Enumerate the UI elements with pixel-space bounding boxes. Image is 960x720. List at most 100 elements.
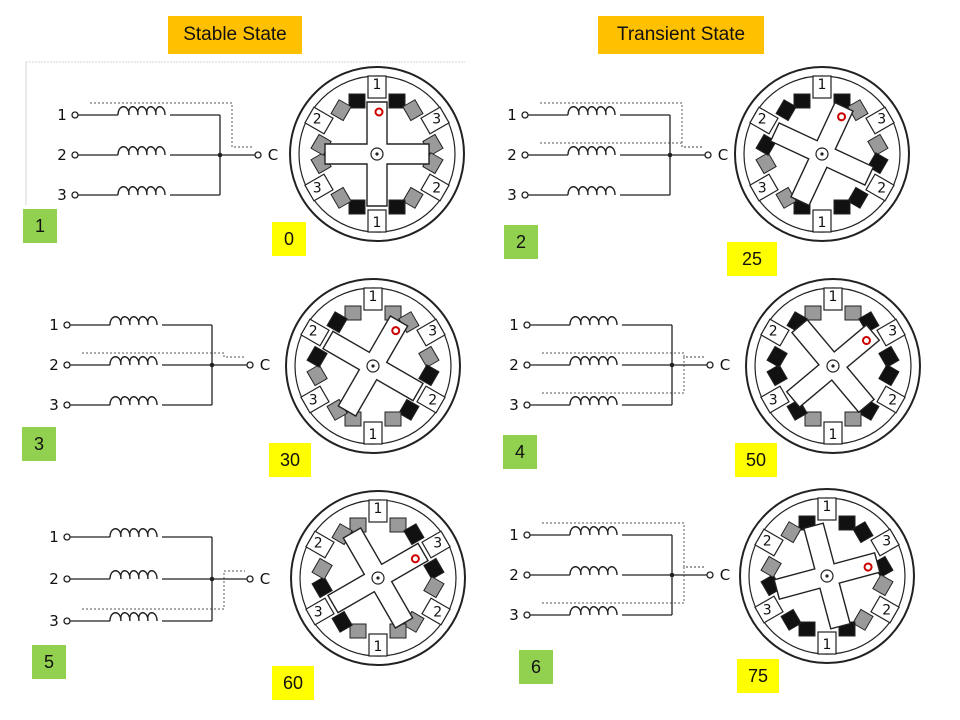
pole-body <box>420 173 450 202</box>
terminal-node <box>521 151 529 159</box>
terminal-node <box>521 111 529 119</box>
step-bg-2 <box>504 225 538 259</box>
pole-body <box>876 318 906 347</box>
stator-pole-2 <box>304 99 352 156</box>
common-node <box>254 151 262 159</box>
stator-pole-1 <box>348 199 406 233</box>
pole-winding-energized <box>398 398 420 421</box>
pole-winding <box>311 557 333 580</box>
coil-winding-3 <box>109 612 158 622</box>
pole-winding <box>423 576 445 599</box>
pole-body <box>823 287 843 311</box>
pole-body <box>870 528 900 557</box>
pole-label-1: 1 <box>374 639 383 655</box>
terminal-node <box>71 191 79 199</box>
terminal-label-1: 1 <box>49 528 59 546</box>
angle-badge-50: 50 <box>745 450 767 470</box>
pole-body <box>304 106 334 135</box>
angle-badge-25: 25 <box>741 249 763 269</box>
pole-winding <box>844 411 862 427</box>
coil-winding-3 <box>569 396 618 406</box>
pole-body <box>363 421 383 445</box>
pole-winding-energized <box>766 345 788 368</box>
angle-bg-25 <box>727 242 777 276</box>
transient-state-header: Transient State <box>616 24 746 45</box>
stator-pole-2 <box>398 364 446 421</box>
stator-pole-2 <box>749 99 797 156</box>
common-label: C <box>720 356 730 374</box>
coil-winding-3 <box>567 186 616 196</box>
pole-body <box>420 106 450 135</box>
terminal-node <box>63 321 71 329</box>
terminal-label-2: 2 <box>49 570 59 588</box>
step-badge-4: 4 <box>514 442 525 462</box>
common-node <box>704 151 712 159</box>
pole-label-3: 3 <box>433 536 442 552</box>
terminal-node <box>523 531 531 539</box>
pole-body <box>421 597 451 626</box>
pole-winding <box>872 574 894 597</box>
stable-state-header: Stable State <box>183 24 287 45</box>
pole-label-2: 2 <box>882 603 891 619</box>
pole-body <box>865 173 895 202</box>
terminal-node <box>63 401 71 409</box>
stator-pole-1 <box>798 497 856 531</box>
pole-label-3: 3 <box>428 324 437 340</box>
pole-label-2: 2 <box>428 393 437 409</box>
common-label: C <box>260 356 270 374</box>
angle-badge-30: 30 <box>279 450 301 470</box>
coil-winding-2 <box>569 566 618 576</box>
terminal-node <box>63 575 71 583</box>
pole-body <box>300 318 330 347</box>
angle-badge-60: 60 <box>282 673 304 693</box>
stable-header-bg <box>168 16 302 54</box>
stator-pole-1 <box>798 621 856 655</box>
pole-winding-energized <box>388 199 406 215</box>
rotor-shaft-center <box>820 152 824 156</box>
pole-label-3: 3 <box>309 393 318 409</box>
stator-pole-2 <box>300 311 348 368</box>
coil-winding-3 <box>569 606 618 616</box>
terminal-label-1: 1 <box>509 526 519 544</box>
pole-winding <box>402 99 424 122</box>
pole-label-3: 3 <box>882 534 891 550</box>
rotor-shaft-center <box>371 364 375 368</box>
pole-label-3: 3 <box>432 112 441 128</box>
common-label: C <box>720 566 730 584</box>
terminal-node <box>63 617 71 625</box>
coil-winding-2 <box>569 356 618 366</box>
pole-label-2: 2 <box>758 112 767 128</box>
pole-body <box>305 530 335 559</box>
pole-label-1: 1 <box>369 427 378 443</box>
stator-pole-2 <box>402 152 450 209</box>
pole-winding-energized <box>852 521 874 544</box>
rotor-marker <box>391 326 401 336</box>
angle-bg-0 <box>272 222 306 256</box>
angle-bg-75 <box>737 659 779 693</box>
active-current-path <box>82 352 245 358</box>
active-current-path <box>542 566 705 604</box>
pole-winding-energized <box>418 364 440 387</box>
step-bg-4 <box>503 435 537 469</box>
pole-label-3: 3 <box>877 112 886 128</box>
terminal-label-3: 3 <box>507 186 517 204</box>
stator-pole-2 <box>754 521 802 578</box>
pole-label-1: 1 <box>374 501 383 517</box>
pole-label-2: 2 <box>888 393 897 409</box>
stator-pole-3 <box>749 152 797 209</box>
pole-winding <box>418 345 440 368</box>
pole-winding <box>402 186 424 209</box>
pole-label-2: 2 <box>432 181 441 197</box>
pole-body <box>870 595 900 624</box>
terminal-label-3: 3 <box>49 396 59 414</box>
step-bg-3 <box>22 427 56 461</box>
active-current-path <box>540 102 703 148</box>
